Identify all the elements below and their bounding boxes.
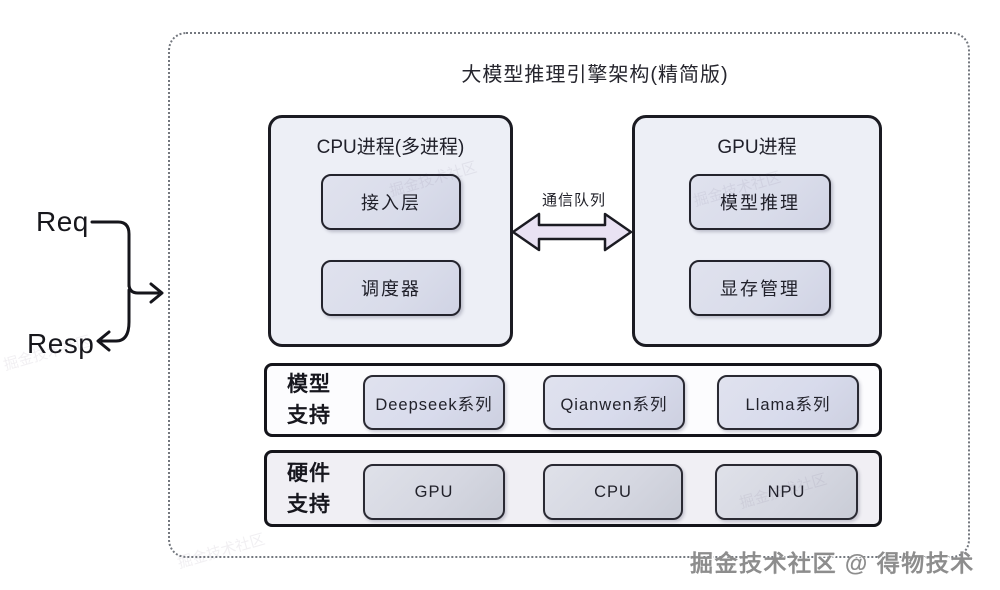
model-item-deepseek: Deepseek系列 xyxy=(363,375,505,430)
cpu-process-panel: CPU进程(多进程) 接入层 调度器 xyxy=(268,115,513,347)
cpu-process-title: CPU进程(多进程) xyxy=(316,137,465,158)
access-layer-box: 接入层 xyxy=(321,174,461,230)
req-resp-connector-arrows xyxy=(90,220,164,352)
response-label: Resp xyxy=(27,328,95,359)
diagram-frame xyxy=(168,32,970,558)
hardware-support-label-line2: 支持 xyxy=(287,492,331,516)
gpu-process-panel: GPU进程 模型推理 显存管理 xyxy=(632,115,882,347)
request-label: Req xyxy=(36,206,89,237)
hardware-item-gpu: GPU xyxy=(363,464,505,520)
model-support-label-line1: 模型 xyxy=(287,373,331,396)
diagram-title: 大模型推理引擎架构(精简版) xyxy=(461,64,729,86)
vram-management-box: 显存管理 xyxy=(689,260,831,316)
model-support-row: 模型 支持 Deepseek系列 Qianwen系列 Llama系列 xyxy=(264,363,882,437)
hardware-support-label: 硬件 支持 xyxy=(287,458,331,520)
hardware-item-cpu: CPU xyxy=(543,464,683,520)
hardware-support-row: 硬件 支持 GPU CPU NPU xyxy=(264,450,882,527)
comm-queue-label: 通信队列 xyxy=(541,192,606,209)
model-support-label-line2: 支持 xyxy=(287,404,331,427)
model-item-llama: Llama系列 xyxy=(717,375,859,430)
hardware-item-npu: NPU xyxy=(715,464,858,520)
footer-watermark: 掘金技术社区 @ 得物技术 xyxy=(690,550,975,576)
model-inference-box: 模型推理 xyxy=(689,174,831,230)
model-item-qianwen: Qianwen系列 xyxy=(543,375,685,430)
hardware-support-label-line1: 硬件 xyxy=(287,461,331,485)
double-arrow-icon xyxy=(511,212,633,252)
scheduler-box: 调度器 xyxy=(321,260,461,316)
gpu-process-title: GPU进程 xyxy=(717,137,797,158)
model-support-label: 模型 支持 xyxy=(287,369,331,431)
